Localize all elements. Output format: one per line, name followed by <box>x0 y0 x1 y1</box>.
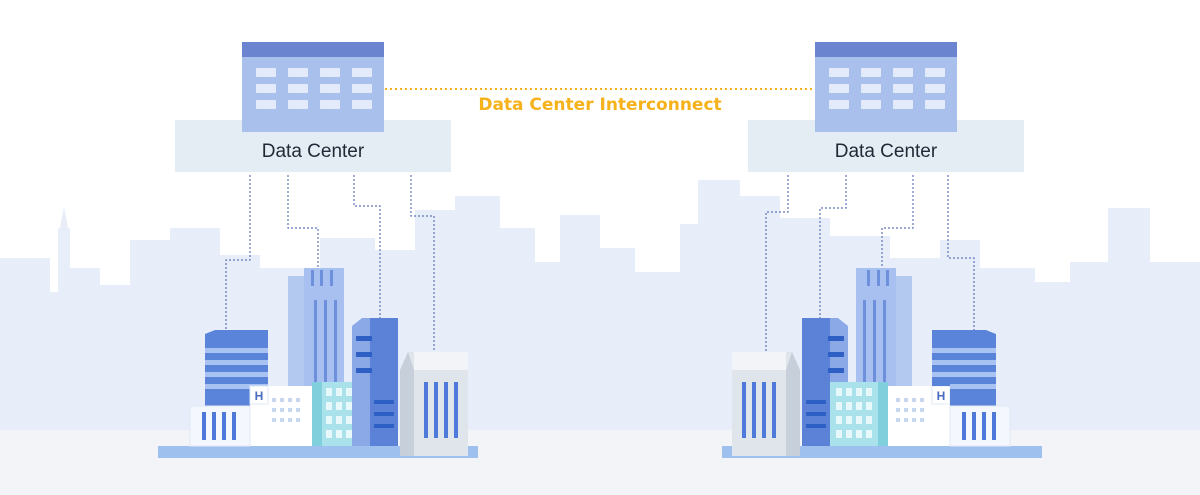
building-letter-left: H <box>255 389 264 403</box>
server-rack-right <box>815 42 957 132</box>
background-skyline <box>0 180 1200 430</box>
data-center-right: H <box>722 42 1042 458</box>
data-center-left: H <box>158 42 478 458</box>
ground-band <box>0 430 1200 495</box>
interconnect-label: Data Center Interconnect <box>478 95 722 115</box>
data-center-label-left: Data Center <box>261 141 365 162</box>
links-right <box>765 175 975 352</box>
links-left <box>225 175 435 352</box>
city-cluster-right: H <box>722 268 1042 458</box>
server-rack-left <box>242 42 384 132</box>
building-letter-right: H <box>937 389 946 403</box>
city-cluster-left: H <box>158 268 478 458</box>
data-center-label-right: Data Center <box>834 141 938 162</box>
